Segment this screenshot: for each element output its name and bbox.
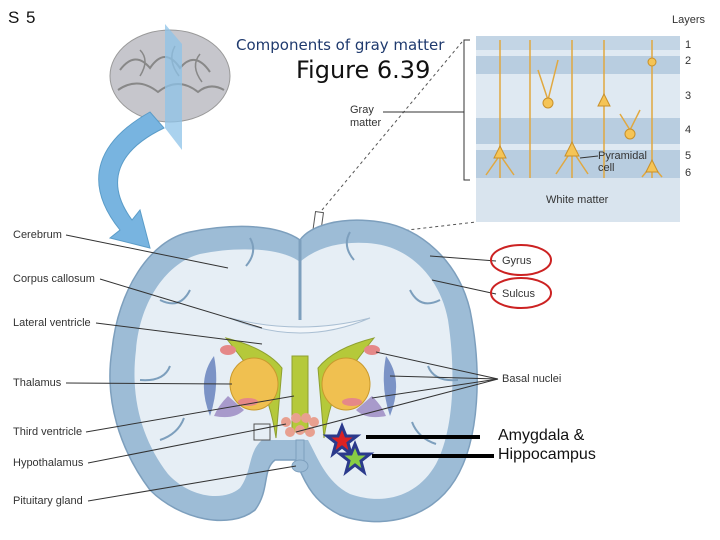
label-lateral-ventricle: Lateral ventricle <box>13 317 91 329</box>
subtitle: Components of gray matter <box>236 36 445 54</box>
green-star-marker <box>335 439 375 476</box>
layer-number: 1 <box>684 39 692 51</box>
label-thalamus: Thalamus <box>13 377 62 389</box>
layer-number: 5 <box>684 150 692 162</box>
layer-number: 2 <box>684 55 692 67</box>
annotation-line-1: Amygdala & <box>498 427 585 444</box>
label-gyrus: Gyrus <box>502 255 532 267</box>
slide-label: S 5 <box>8 8 37 27</box>
amygdala-hippocampus-annotation: Amygdala & Hippocampus <box>498 426 596 464</box>
label-cerebrum: Cerebrum <box>13 229 62 241</box>
layer-number: 4 <box>684 124 692 136</box>
coronal-brain-section <box>109 219 478 523</box>
label-third-ventricle: Third ventricle <box>13 426 83 438</box>
label-pituitary-gland: Pituitary gland <box>13 495 83 507</box>
gyrus-highlight <box>490 244 552 276</box>
curved-arrow-icon <box>98 111 165 249</box>
pyramidal-cell-label: Pyramidal cell <box>598 150 647 174</box>
layer-number: 6 <box>684 167 692 179</box>
layer-number: 3 <box>684 90 692 102</box>
red-star-marker <box>322 421 362 458</box>
white-matter-label: White matter <box>546 194 609 206</box>
cortical-layers-inset <box>476 36 680 222</box>
annotation-line-2: Hippocampus <box>498 446 596 463</box>
label-hypothalamus: Hypothalamus <box>13 457 84 469</box>
gray-matter-label: Gray matter <box>350 104 382 129</box>
label-sulcus: Sulcus <box>502 288 536 300</box>
label-basal-nuclei: Basal nuclei <box>502 373 562 385</box>
layers-heading: Layers <box>672 14 706 26</box>
small-brain-icon <box>109 24 231 150</box>
figure-title: Figure 6.39 <box>296 56 431 84</box>
label-corpus-callosum: Corpus callosum <box>13 273 95 285</box>
sulcus-highlight <box>490 277 552 309</box>
